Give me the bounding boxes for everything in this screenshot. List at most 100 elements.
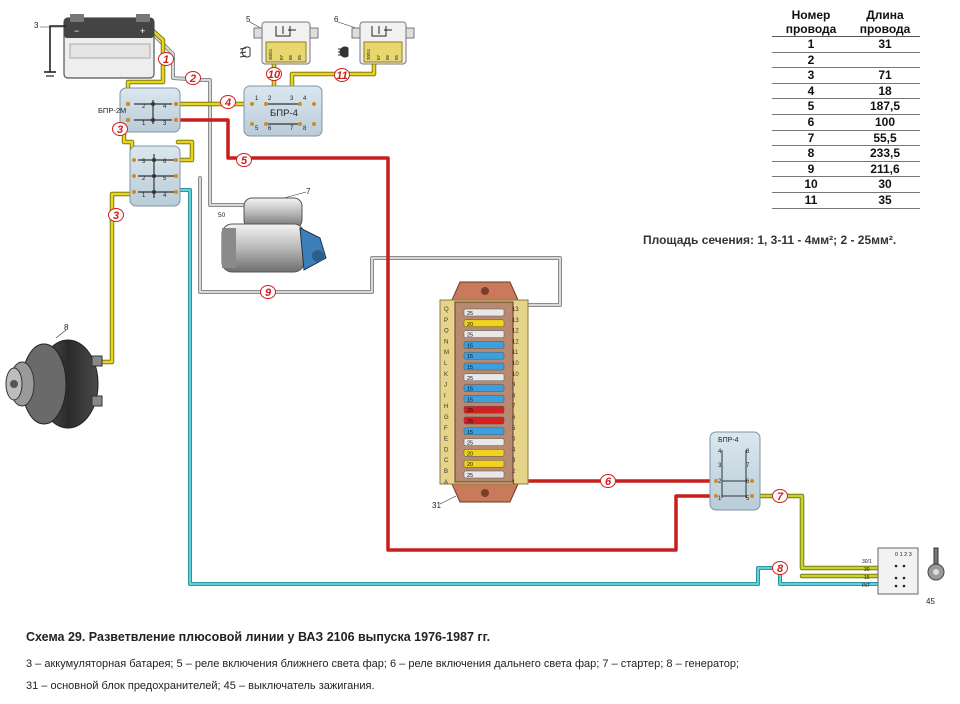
fuse-rating: 20	[467, 322, 473, 328]
legend-component-number: 6	[389, 658, 397, 670]
fuse-left-terminal: J	[444, 383, 447, 389]
wire-number-badge	[600, 474, 616, 488]
fuse-rating: 25	[467, 473, 473, 479]
wire-length-cell: 55,5	[850, 130, 920, 147]
wire-number-badge	[108, 208, 124, 222]
generator-number: 8	[64, 323, 69, 332]
fuse	[463, 416, 505, 425]
fuse-right-terminal: 5	[512, 426, 516, 432]
fuse-left-terminal: K	[444, 372, 448, 378]
fuse	[463, 459, 505, 468]
relay6-pin-30: 30/51	[366, 48, 371, 60]
legend-component-number: 8	[666, 658, 673, 670]
wire-number-badge	[236, 153, 252, 167]
svg-text:5: 5	[746, 496, 750, 502]
starter: 7 50	[218, 187, 327, 273]
fuse	[463, 449, 505, 457]
fuse	[463, 427, 505, 436]
relay-high-number: 6	[334, 15, 339, 24]
fuse	[463, 341, 505, 349]
fuse-right-terminal: 2	[512, 469, 516, 475]
low-beam-headlamp-icon	[239, 46, 251, 58]
fuse-right-terminal: 10	[512, 361, 519, 367]
fuse-left-terminal: G	[444, 415, 449, 421]
fuse-left-terminal: C	[444, 458, 449, 464]
svg-text:1: 1	[255, 96, 259, 102]
wire-number-badge	[185, 71, 201, 85]
battery-number: 3	[34, 21, 39, 30]
legend-component-text: – основной блок предохранителей;	[38, 680, 224, 692]
wire-number-badge	[772, 489, 788, 503]
svg-text:2: 2	[718, 479, 722, 485]
wire-number-label: 3	[117, 124, 123, 136]
svg-text:5: 5	[163, 176, 167, 182]
svg-text:7: 7	[746, 463, 750, 469]
fuse-left-terminal: P	[444, 318, 448, 324]
legend-component-text: – стартер;	[608, 658, 667, 670]
fuse-right-terminal: 12	[512, 329, 519, 335]
fuse-left-terminal: L	[444, 361, 448, 367]
relay-low-beam: 5 30/51 87 86 85	[239, 15, 319, 65]
fuse-left-terminal: F	[444, 426, 448, 432]
ignition-switch: 0 1 2 3 30/1 30 15 INT 45	[862, 547, 945, 606]
wire-number-badge	[158, 52, 174, 66]
wire-length-cell	[850, 52, 920, 69]
fuse-right-terminal: 3	[512, 458, 516, 464]
wire-number-cell: 4	[772, 83, 850, 100]
fuse	[463, 470, 505, 479]
legend-component-number: 31	[26, 680, 39, 692]
fuse-left-terminal: A	[444, 480, 448, 486]
wire-number-label: 11	[336, 70, 347, 82]
fuse	[463, 351, 505, 360]
ignition-pin-4: INT	[862, 583, 870, 589]
wire-number-badge	[260, 285, 276, 299]
cross-section-note: Площадь сечения: 1, 3-11 - 4мм²; 2 - 25м…	[643, 233, 897, 247]
wire-length-cell: 233,5	[850, 145, 920, 162]
fuse-rating: 25	[467, 376, 473, 382]
fuse-left-terminal: N	[444, 339, 448, 345]
svg-text:3: 3	[290, 96, 294, 102]
fuse	[463, 319, 505, 328]
svg-text:6: 6	[163, 159, 167, 165]
high-beam-headlamp-icon	[338, 46, 349, 58]
fuse	[463, 395, 505, 403]
legend-component-text: – реле включения ближнего света фар;	[182, 658, 390, 670]
header-wire-length: Длина провода	[850, 8, 920, 37]
svg-text:3: 3	[142, 159, 146, 165]
wire-7	[745, 493, 881, 571]
fuse-rating: 25	[467, 311, 473, 317]
fuse	[463, 362, 505, 371]
wire-length-cell: 71	[850, 67, 920, 84]
wire-number-cell: 5	[772, 98, 850, 115]
starter-pin-50: 50	[218, 212, 226, 219]
wire-number-cell: 11	[772, 192, 850, 209]
wire-number-label: 8	[777, 563, 784, 575]
fuse-left-terminal: H	[444, 404, 448, 410]
relay6-pin-85: 85	[394, 54, 399, 60]
fuse	[463, 438, 505, 446]
wire-number-label: 4	[224, 97, 231, 109]
fuse-rating: 20	[467, 451, 473, 457]
fuse-rating: 15	[467, 430, 473, 436]
wire-number-cell: 2	[772, 52, 850, 69]
fuse-right-terminal: 8	[512, 393, 516, 399]
wire-length-cell: 100	[850, 114, 920, 131]
starter-number: 7	[306, 187, 311, 196]
relay6-pin-87: 87	[376, 54, 381, 60]
fuse-left-terminal: M	[444, 350, 449, 356]
relay5-pin-30: 30/51	[268, 48, 273, 60]
legend-component-number: 7	[602, 658, 609, 670]
